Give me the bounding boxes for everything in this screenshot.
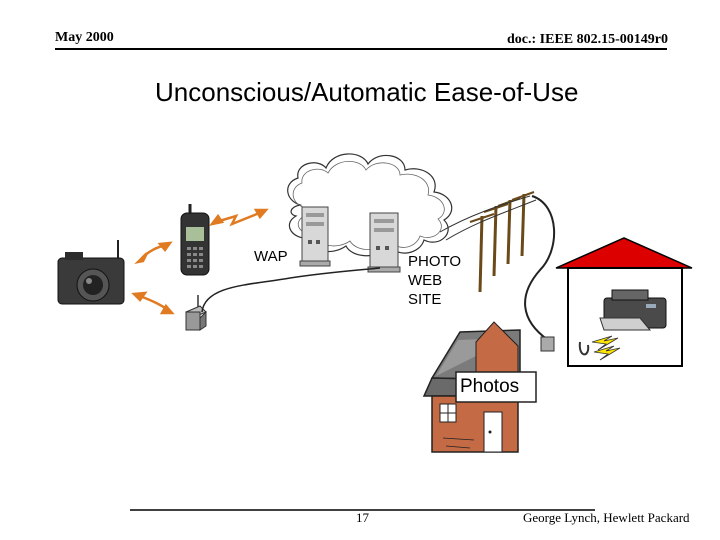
photo-site-line-2: WEB <box>408 271 461 290</box>
digital-camera-icon <box>58 240 124 304</box>
photo-site-line-3: SITE <box>408 290 461 309</box>
photo-web-site-label: PHOTO WEB SITE <box>408 252 461 309</box>
photo-site-line-1: PHOTO <box>408 252 461 271</box>
photos-sign: Photos <box>460 376 519 398</box>
wap-server-icon <box>300 207 330 266</box>
wap-label: WAP <box>254 247 288 266</box>
page-number: 17 <box>356 510 369 526</box>
wall-jack-icon <box>541 337 554 351</box>
footer-author: George Lynch, Hewlett Packard <box>523 510 690 526</box>
utility-poles-icon <box>470 192 534 292</box>
photo-site-server-icon <box>368 213 400 272</box>
network-wire <box>202 268 380 312</box>
access-point-box-icon <box>186 295 206 330</box>
phone-cable <box>525 196 554 340</box>
cell-phone-icon <box>181 204 209 275</box>
